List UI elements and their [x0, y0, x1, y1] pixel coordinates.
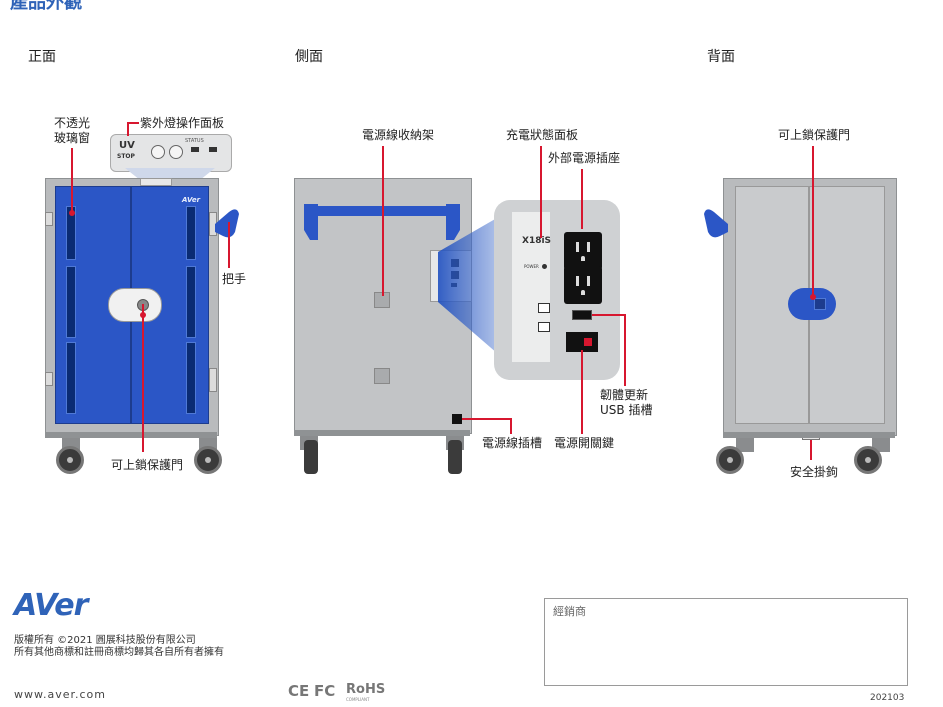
caster-wheel-icon: [304, 440, 318, 474]
door-logo: AVer: [182, 196, 201, 204]
callout-window: 不透光 玻璃窗: [54, 116, 91, 145]
ce-mark-icon: CE: [288, 682, 310, 700]
usb-icon: [538, 303, 550, 313]
callout-handle: 把手: [222, 272, 247, 286]
front-lock-plate[interactable]: [108, 288, 162, 322]
hinge-icon: [45, 372, 53, 386]
uv-indicator-2-icon: [209, 147, 217, 152]
window-slot-icon: [186, 342, 196, 414]
panel-power-label: POWER: [524, 264, 539, 269]
side-base: [294, 430, 470, 436]
uv-indicator-icon: [191, 147, 199, 152]
uv-light-cone: [125, 168, 215, 180]
copyright-text: 版權所有 ©2021 圓展科技股份有限公司: [14, 635, 196, 646]
panel-model-label: X18iS: [522, 236, 552, 246]
callout-external-outlet: 外部電源插座: [548, 151, 621, 165]
usb-update-port[interactable]: [572, 310, 592, 320]
caster-wheel-icon: [194, 446, 222, 474]
external-outlet-bottom[interactable]: [564, 266, 602, 304]
power-switch-button[interactable]: [566, 332, 598, 352]
front-view: UV STOP STATUS AVer 不透光 玻璃窗: [0, 0, 260, 500]
uv-start-button[interactable]: [151, 145, 165, 159]
callout-charge-panel: 充電狀態面板: [506, 128, 579, 142]
power-led-icon: [542, 264, 547, 269]
front-view-label: 正面: [28, 49, 56, 65]
fcc-mark-icon: FC: [314, 682, 336, 700]
caster-wheel-icon: [56, 446, 84, 474]
window-slot-icon: [66, 342, 76, 414]
caster-wheel-icon: [448, 440, 462, 474]
document-code: 202103: [870, 693, 905, 703]
back-view-label: 背面: [707, 49, 735, 65]
side-bracket-icon: [374, 368, 390, 384]
charge-status-panel-zoom: X18iS POWER: [494, 200, 620, 380]
callout-front-lockable-door: 可上鎖保護門: [111, 458, 184, 472]
window-slot-icon: [66, 266, 76, 338]
back-handle-icon[interactable]: [702, 206, 728, 246]
uv-mode-button[interactable]: [169, 145, 183, 159]
dealer-box: 經銷商: [544, 598, 908, 686]
callout-firmware-usb: 韌體更新 USB 插槽: [600, 388, 653, 417]
callout-back-lockable-door: 可上鎖保護門: [778, 128, 851, 142]
window-slot-icon: [186, 206, 196, 260]
cert-marks: CE FC RoHS COMPLIANT: [288, 682, 398, 704]
hinge-icon: [209, 368, 217, 392]
hinge-icon: [45, 212, 53, 226]
uv-control-panel: UV STOP STATUS: [110, 134, 232, 172]
caster-wheel-icon: [854, 446, 882, 474]
window-slot-icon: [186, 266, 196, 338]
side-view-label: 側面: [295, 49, 323, 65]
rohs-mark: RoHS: [346, 682, 386, 697]
page-title: 產品外觀: [10, 0, 82, 13]
callout-power-cord-socket: 電源線插槽: [482, 436, 543, 450]
caster-wheel-icon: [716, 446, 744, 474]
front-base: [45, 432, 217, 438]
usb-icon: [538, 322, 550, 332]
callout-uv-panel: 紫外燈操作面板: [140, 116, 225, 130]
external-outlet-top[interactable]: [564, 232, 602, 270]
callout-cable-storage: 電源線收納架: [362, 128, 435, 142]
rohs-compliant-text: COMPLIANT: [346, 697, 370, 702]
side-view: X18iS POWER 電源線收納架 充電狀態面板 外部電源插座 韌體更新 US…: [294, 128, 653, 474]
dealer-label: 經銷商: [553, 605, 586, 618]
trademark-text: 所有其他商標和註冊商標均歸其各自所有者擁有: [14, 647, 224, 658]
uv-status-label: STATUS: [185, 138, 204, 144]
keyhole-icon: [814, 298, 826, 310]
status-label-strip: [512, 212, 550, 362]
power-cord-socket[interactable]: [452, 414, 462, 424]
website-link[interactable]: www.aver.com: [14, 688, 106, 701]
uv-label: UV: [119, 140, 135, 151]
uv-stop-label: STOP: [117, 153, 135, 160]
callout-power-switch: 電源開關鍵: [554, 436, 615, 450]
back-view: 可上鎖保護門 安全掛鉤: [702, 128, 897, 479]
callout-security-hook: 安全掛鉤: [790, 465, 839, 479]
side-handle-icon[interactable]: [215, 206, 241, 246]
back-base: [723, 432, 895, 438]
front-status-strip: [140, 178, 172, 186]
aver-logo: AVer: [14, 588, 88, 623]
